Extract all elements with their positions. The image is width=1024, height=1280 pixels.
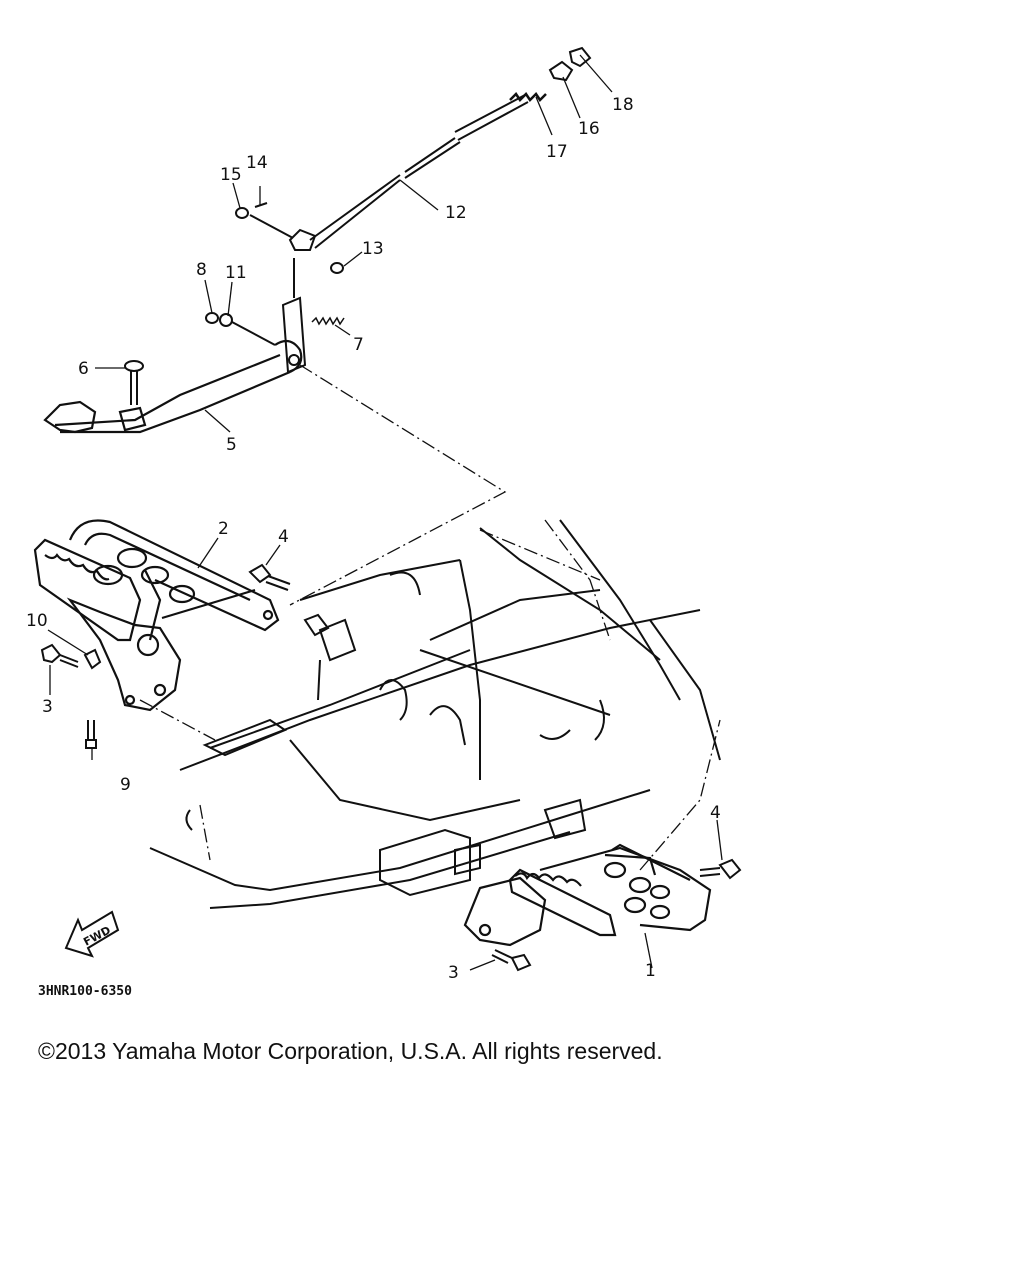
brake-pedal xyxy=(43,339,303,434)
leader-lines xyxy=(47,54,723,971)
bolts-right xyxy=(491,858,742,972)
callout-6: 6 xyxy=(78,359,89,379)
callout-4-left: 4 xyxy=(278,527,289,547)
assembly-guide-lines xyxy=(139,364,721,871)
callout-12: 12 xyxy=(445,203,467,223)
callout-3-left: 3 xyxy=(42,697,53,717)
callout-1: 1 xyxy=(645,961,656,981)
callout-16: 16 xyxy=(578,119,600,139)
rod-fittings xyxy=(235,46,592,274)
brake-arm xyxy=(281,258,307,374)
part-code: 3HNR100-6350 xyxy=(38,984,132,999)
callout-9: 9 xyxy=(120,775,131,795)
callout-8: 8 xyxy=(196,260,207,280)
callout-4-right: 4 xyxy=(710,803,721,823)
right-footrest xyxy=(508,843,712,937)
callout-2: 2 xyxy=(218,519,229,539)
washers-8-11 xyxy=(205,312,276,346)
callout-7: 7 xyxy=(353,335,364,355)
callout-3-right: 3 xyxy=(448,963,459,983)
exploded-parts-diagram: 1 2 3 3 4 4 5 6 7 8 9 10 11 12 13 14 15 … xyxy=(26,46,742,999)
callout-18: 18 xyxy=(612,95,634,115)
vehicle-frame xyxy=(149,519,721,909)
forward-direction-marker: FWD xyxy=(64,910,120,958)
callout-labels: 1 2 3 3 4 4 5 6 7 8 9 10 11 12 13 14 15 … xyxy=(26,95,721,983)
callout-13: 13 xyxy=(362,239,384,259)
callout-15: 15 xyxy=(220,165,242,185)
right-footrest-bracket xyxy=(463,876,547,947)
callout-11: 11 xyxy=(225,263,247,283)
callout-10: 10 xyxy=(26,611,48,631)
left-footrest-bracket xyxy=(66,569,182,712)
bolts-left xyxy=(40,563,330,749)
callout-14: 14 xyxy=(246,153,268,173)
left-footrest xyxy=(33,519,280,642)
callout-17: 17 xyxy=(546,142,568,162)
return-spring xyxy=(311,316,345,326)
brake-rod xyxy=(288,92,547,251)
copyright-notice: ©2013 Yamaha Motor Corporation, U.S.A. A… xyxy=(38,1038,663,1064)
callout-5: 5 xyxy=(226,435,237,455)
pedal-knob xyxy=(124,360,144,405)
